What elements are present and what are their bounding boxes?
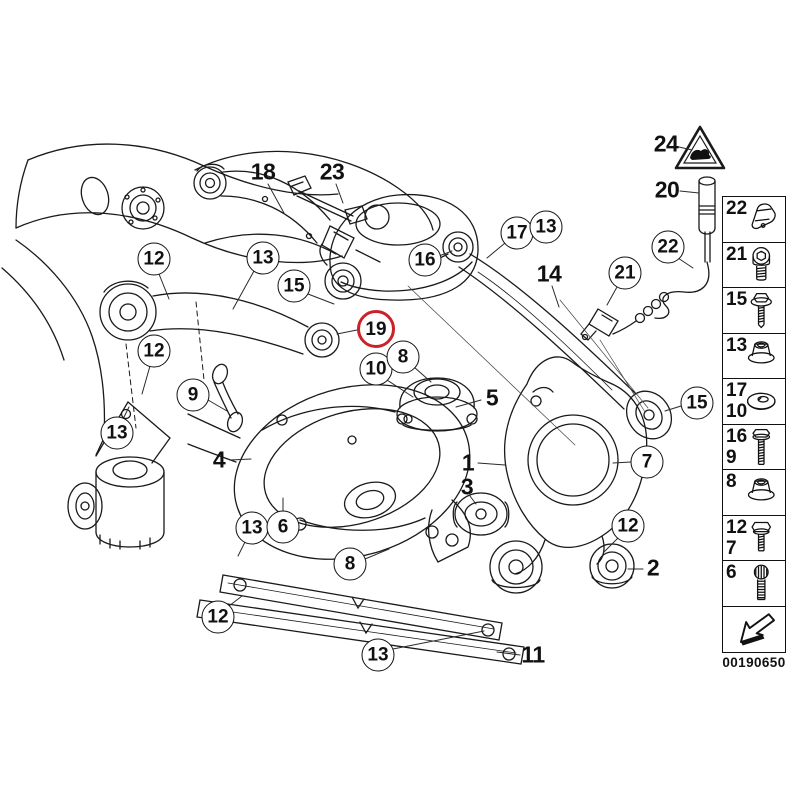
bracket-23-art — [287, 175, 368, 259]
callout-4[interactable]: 4 — [212, 446, 226, 473]
legend-item-number: 8 — [726, 471, 737, 493]
legend-item-8[interactable]: 8 — [722, 469, 786, 517]
legend-direction-arrow[interactable] — [722, 605, 786, 653]
callout-12[interactable]: 12 — [201, 600, 235, 634]
toe-control-arm-19-art — [99, 280, 340, 429]
legend-item-number: 7 — [726, 537, 737, 559]
legend-item-15[interactable]: 15 — [722, 287, 786, 335]
bushing-12-art — [489, 540, 543, 594]
callout-13[interactable]: 13 — [246, 241, 280, 275]
callout-22[interactable]: 22 — [651, 230, 685, 264]
stabilizer-link-9-art — [211, 363, 244, 433]
callout-21[interactable]: 21 — [608, 256, 642, 290]
legend-item-number: 21 — [726, 243, 748, 265]
socket-head-bolt-icon — [752, 247, 771, 281]
callout-24[interactable]: 24 — [653, 130, 679, 157]
upper-control-arm-18-art — [193, 163, 362, 300]
strut-mount-5-art — [396, 377, 478, 432]
callout-12[interactable]: 12 — [137, 242, 171, 276]
legend-item-6[interactable]: 6 — [722, 560, 786, 608]
callout-5[interactable]: 5 — [485, 384, 499, 411]
legend-item-number: 9 — [726, 446, 737, 468]
ribbed-bolt-icon — [753, 564, 769, 601]
callout-16[interactable]: 16 — [408, 243, 442, 277]
cable-clip-icon — [751, 203, 776, 229]
callout-12[interactable]: 12 — [137, 334, 171, 368]
callout-13[interactable]: 13 — [361, 638, 395, 672]
callout-11[interactable]: 11 — [521, 641, 545, 668]
callout-8[interactable]: 8 — [333, 547, 367, 581]
legend-item-number: 17 — [726, 380, 748, 402]
bushing-2-art — [589, 543, 635, 589]
flange-lock-nut-icon — [747, 478, 775, 501]
construction-lines-art — [407, 285, 649, 446]
callout-23[interactable]: 23 — [319, 158, 345, 185]
callout-15[interactable]: 15 — [277, 269, 311, 303]
long-hex-bolt-icon — [752, 429, 771, 466]
callout-8[interactable]: 8 — [386, 340, 420, 374]
flange-lock-nut-icon — [747, 341, 775, 364]
legend-item-22[interactable]: 22 — [722, 196, 786, 244]
legend-item-number: 10 — [726, 401, 748, 423]
callout-6[interactable]: 6 — [266, 510, 300, 544]
combination-screw-icon — [750, 292, 772, 329]
callout-3[interactable]: 3 — [460, 473, 474, 500]
subframe-mount-cover-art — [329, 193, 479, 301]
callout-2[interactable]: 2 — [646, 554, 660, 581]
legend-item-number: 16 — [726, 425, 748, 447]
callout-9[interactable]: 9 — [176, 378, 210, 412]
hex-bolt-icon — [751, 522, 772, 552]
abs-sensor-cable-art — [580, 176, 716, 341]
legend-item-13[interactable]: 13 — [722, 332, 786, 380]
callout-12[interactable]: 12 — [611, 509, 645, 543]
legend-item-number: 12 — [726, 516, 748, 538]
leader-lines — [122, 146, 700, 656]
callout-1[interactable]: 1 — [461, 449, 475, 476]
callout-20[interactable]: 20 — [654, 176, 680, 203]
diagram-part-number: 00190650 — [722, 655, 786, 670]
legend-item-number: 22 — [726, 198, 748, 219]
lower-rods-11-art — [196, 574, 525, 665]
callout-15[interactable]: 15 — [680, 386, 714, 420]
eccentric-washer-icon — [746, 392, 776, 410]
legend-item-21[interactable]: 21 — [722, 241, 786, 289]
callout-13[interactable]: 13 — [235, 511, 269, 545]
callout-18[interactable]: 18 — [250, 158, 276, 185]
callout-13[interactable]: 13 — [100, 416, 134, 450]
legend-item-number: 13 — [726, 334, 748, 356]
trailing-arm-4-art — [187, 384, 471, 563]
highlighted-callout-19[interactable]: 19 — [357, 310, 395, 348]
direction-arrow-icon — [740, 613, 775, 646]
callout-7[interactable]: 7 — [630, 445, 664, 479]
camber-arm-14-art — [442, 231, 673, 440]
legend-item-number: 15 — [726, 289, 748, 311]
callout-13[interactable]: 13 — [529, 210, 563, 244]
callout-17[interactable]: 17 — [500, 216, 534, 250]
legend-item-number: 6 — [726, 562, 737, 584]
callout-14[interactable]: 14 — [536, 260, 562, 287]
